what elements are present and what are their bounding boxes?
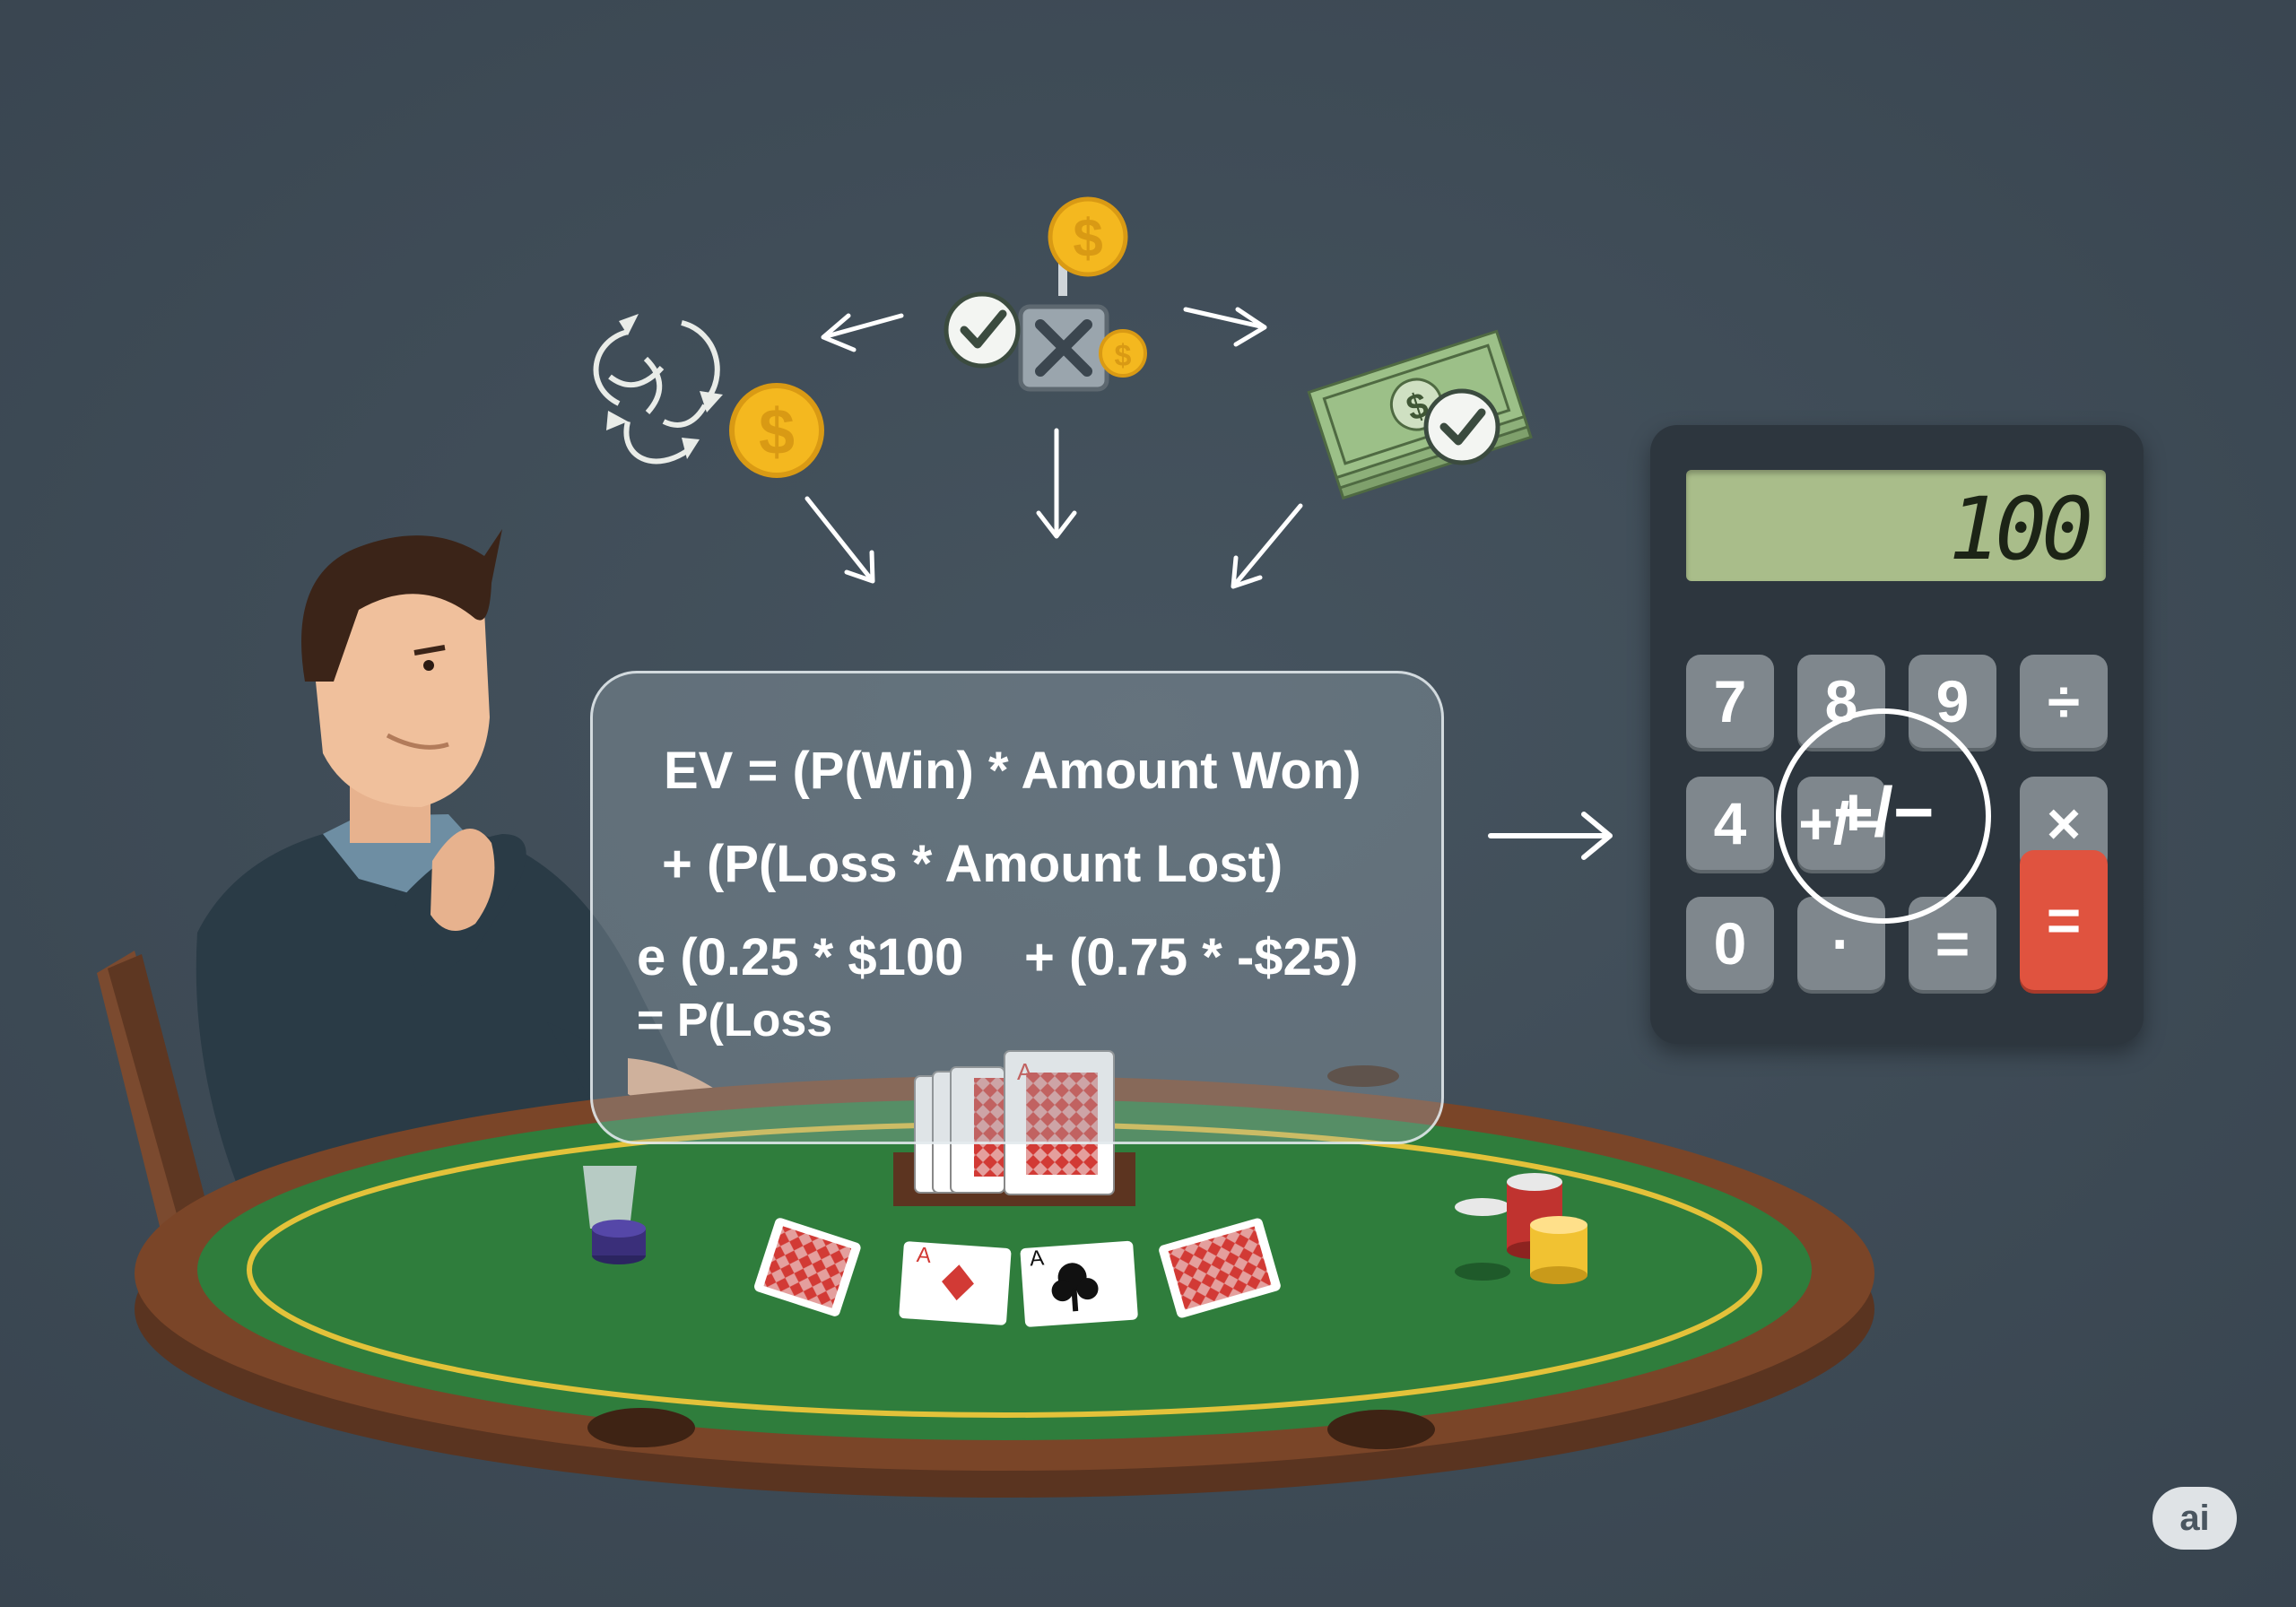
svg-text:A: A (1017, 1058, 1033, 1085)
formula-line-3b: + (0.75 * -$25) (1024, 928, 1359, 986)
formula-line-4: = P(Loss (637, 995, 833, 1047)
svg-text:$: $ (759, 396, 795, 468)
chip-stacks (1455, 1173, 1587, 1284)
svg-text:A: A (916, 1243, 932, 1268)
ai-badge: ai (2152, 1487, 2237, 1550)
hand-on-chin (430, 829, 495, 931)
dollar-coin-icon (1048, 196, 1128, 277)
card-holder: A (893, 1050, 1135, 1206)
center-decision-icon-group: $ $ (944, 196, 1147, 392)
plus-minus-highlight-label: +/− (1832, 772, 1935, 851)
calculator-display: 100 (1948, 479, 2093, 579)
check-circle-icon (1423, 388, 1500, 465)
key-7[interactable]: 7 (1686, 655, 1774, 748)
cash-stack-icon: $ (1307, 329, 1533, 500)
hair (301, 529, 502, 682)
key-equals-large[interactable]: = (2020, 850, 2108, 990)
formula-line-3a: e (0.25 * $100 (637, 928, 964, 986)
formula-line-1: EV = (P(Win) * Amount Won) (664, 742, 1361, 800)
key-divide[interactable]: ÷ (2020, 655, 2108, 748)
key-0[interactable]: 0 (1686, 897, 1774, 990)
svg-text:A: A (1029, 1246, 1045, 1271)
formula-panel (590, 671, 1444, 1144)
shot-glass-chips (583, 1166, 646, 1264)
flow-arrows (804, 307, 1303, 589)
table-cards: A A (754, 1218, 1281, 1327)
calculator-screen: 100 (1686, 470, 2106, 581)
check-circle-icon (944, 291, 1021, 369)
arrow-to-calculator (1488, 812, 1613, 860)
calculator: 100 7 8 9 ÷ 4 +/− × 0 · = = (1650, 425, 2144, 1044)
formula-line-2: + (P(Loss * Amount Lost) (662, 835, 1283, 893)
plus-minus-highlight-ring (1776, 708, 1991, 924)
svg-text:$: $ (1073, 208, 1102, 268)
dollar-coin-icon (1099, 329, 1147, 378)
cycle-arrows-icon (593, 314, 723, 465)
key-9[interactable]: 9 (1909, 655, 1996, 748)
dollar-coin-icon (729, 383, 824, 478)
svg-text:$: $ (1115, 339, 1132, 373)
key-4[interactable]: 4 (1686, 777, 1774, 870)
